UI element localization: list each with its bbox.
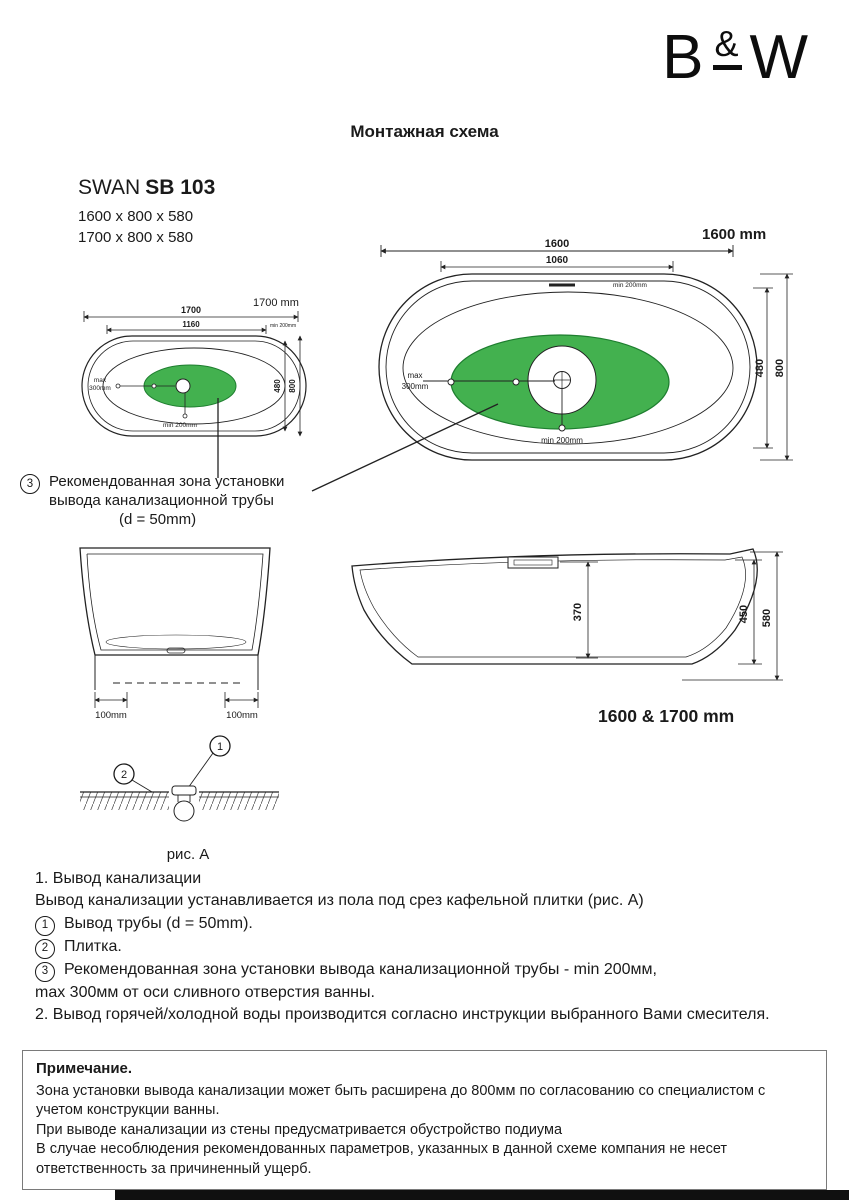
front-dim-right: 100mm <box>226 710 258 721</box>
callout-1-number: 1 <box>217 741 223 753</box>
product-model: SB 103 <box>145 176 216 199</box>
callout-2-number: 2 <box>121 769 127 781</box>
side-dims <box>560 551 783 681</box>
top-view-1700-diagram: 1700 mm 1700 1160 min 200mm max 300mm m <box>81 297 307 437</box>
max-value-small: 300mm <box>89 385 111 392</box>
min-label-small: min 200mm <box>163 422 197 429</box>
dim-450: 450 <box>738 605 750 623</box>
max-dim-small <box>115 383 175 389</box>
dim-800-large: 800 <box>774 359 786 377</box>
dim-1700-lines <box>83 311 299 322</box>
dim-1060-label: 1060 <box>546 255 569 266</box>
drain-circle-small <box>175 378 191 394</box>
dim-1160-label: 1160 <box>182 320 200 329</box>
dim-1160-lines <box>106 325 267 334</box>
min-dim-small <box>182 393 188 419</box>
side-view-diagram: 370 450 580 <box>351 548 783 681</box>
callout-3-line-1: Рекомендованная зона установки <box>49 473 285 490</box>
note-paragraph-1: Вывод канализации устанавливается из пол… <box>35 892 644 910</box>
dim-800-small: 800 <box>288 379 297 393</box>
callout-3-text: Рекомендованная зона установки вывода ка… <box>49 472 284 529</box>
tub-outline-side <box>351 548 783 681</box>
max-dim-large <box>423 378 555 386</box>
note-item-2-badge: 2 <box>35 938 55 959</box>
dim-note-small: min 200mm <box>270 323 296 329</box>
brand-logo: B&W <box>662 22 811 93</box>
max-label-small: max <box>94 377 107 384</box>
callout-3-line-2: вывода канализационной трубы <box>49 492 274 509</box>
dim-480-large: 480 <box>754 359 766 377</box>
tub-outline-front <box>79 547 271 690</box>
callout-2: 2 <box>113 763 153 793</box>
logo-letter-b: B <box>662 23 707 92</box>
footer-bar <box>115 1190 849 1200</box>
width-dims-large <box>753 273 793 461</box>
max-label-large: max <box>407 371 422 380</box>
drain-crosshair <box>554 372 570 388</box>
note-item-3-continued: max 300мм от оси сливного отверстия ванн… <box>35 983 375 1001</box>
drain-pipe <box>171 785 197 822</box>
remark-title: Примечание. <box>36 1060 133 1077</box>
note-item-3-text: Рекомендованная зона установки вывода ка… <box>64 960 657 978</box>
callout-1: 1 <box>187 735 231 789</box>
width-dims-small <box>282 335 303 437</box>
detail-caption: рис. А <box>166 846 210 863</box>
tub-outline-top-large <box>378 273 758 461</box>
dim-note-large: min 200mm <box>613 282 647 289</box>
note-item-1-badge: 1 <box>35 915 55 936</box>
front-view-diagram: 100mm 100mm <box>79 547 271 721</box>
note-item-3-badge: 3 <box>35 961 55 982</box>
dim-370: 370 <box>572 603 584 621</box>
note-heading-2: 2. Вывод горячей/холодной воды производи… <box>35 1005 770 1023</box>
max-value-large: 300mm <box>402 382 429 391</box>
dim-580: 580 <box>761 609 773 627</box>
dim-1700-label: 1700 <box>181 305 201 315</box>
note-item-1-text: Вывод трубы (d = 50mm). <box>64 914 253 932</box>
product-size-2: 1700 x 800 x 580 <box>78 229 194 246</box>
top-view-1600-diagram: 1600 mm 1600 1060 min 200mm max 300mm <box>378 226 793 461</box>
label-1700mm: 1700 mm <box>253 297 299 309</box>
dim-480-small: 480 <box>273 379 282 393</box>
label-1600mm: 1600 mm <box>702 226 766 243</box>
callout-3-line-3: (d = 50mm) <box>119 511 197 528</box>
front-dim-left: 100mm <box>95 710 127 721</box>
note-item-1: 1 Вывод трубы (d = 50mm). <box>35 913 835 936</box>
callout-3: 3 Рекомендованная зона установки вывода … <box>20 472 284 529</box>
note-item-2: 2 Плитка. <box>35 936 835 959</box>
remark-box: Примечание. Зона установки вывода канали… <box>22 1050 827 1190</box>
remark-line-3: В случае несоблюдения рекомендованных па… <box>36 1141 728 1177</box>
logo-letter-w: W <box>749 23 811 92</box>
installation-notes: 1. Вывод канализации Вывод канализации у… <box>35 868 835 1026</box>
dim-1600-lines <box>380 245 734 257</box>
detail-drawing: 1 2 <box>80 735 279 822</box>
note-heading-1: 1. Вывод канализации <box>35 870 202 887</box>
front-dims <box>94 692 259 708</box>
callout-3-badge: 3 <box>20 474 40 494</box>
remark-line-1: Зона установки вывода канализации может … <box>36 1082 766 1119</box>
logo-ampersand: & <box>713 26 743 70</box>
floor-tile-section <box>80 791 279 810</box>
min-dim-large <box>558 389 566 432</box>
note-item-3: 3 Рекомендованная зона установки вывода … <box>35 959 835 982</box>
side-view-size-label: 1600 & 1700 mm <box>598 706 735 726</box>
dim-1060-lines <box>440 261 674 272</box>
remark-line-2: При выводе канализации из стены предусма… <box>36 1121 563 1138</box>
dim-1600-label: 1600 <box>545 238 569 250</box>
note-item-2-text: Плитка. <box>64 937 122 955</box>
min-label-large: min 200mm <box>541 436 583 445</box>
product-brand: SWAN <box>78 176 141 199</box>
product-size-1: 1600 x 800 x 580 <box>78 208 194 225</box>
page-title: Монтажная схема <box>350 122 499 141</box>
